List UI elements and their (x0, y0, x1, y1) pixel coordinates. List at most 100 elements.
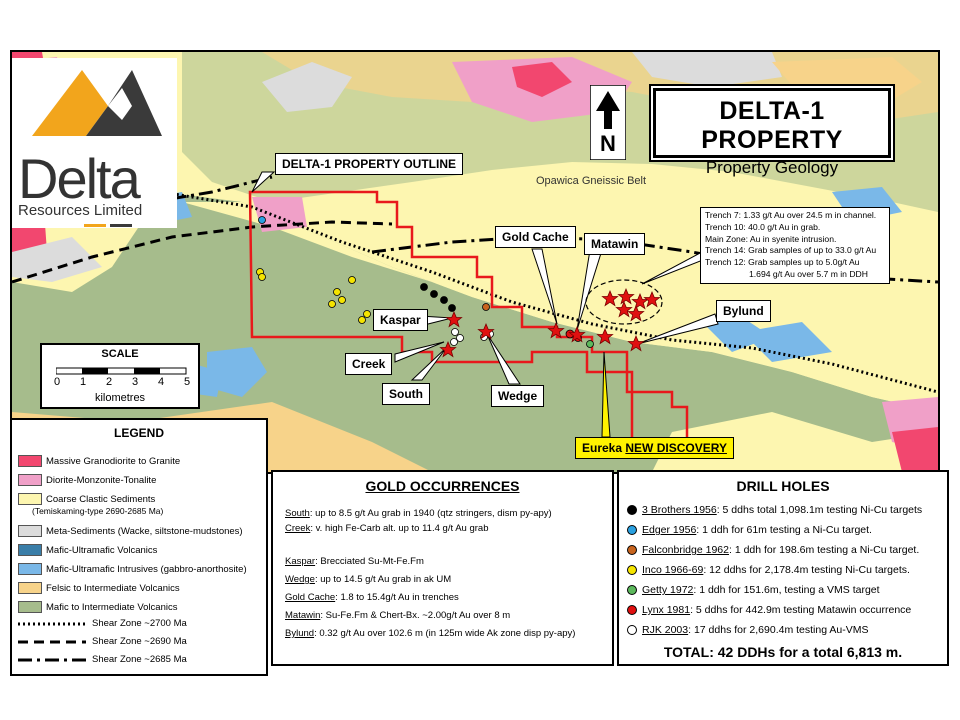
wedge-leader (486, 333, 521, 385)
matawin-label: Matawin (584, 233, 646, 255)
scale-tick-1: 1 (80, 376, 87, 388)
gold-row-bylund: Bylund: 0.32 g/t Au over 102.6 m (in 125… (285, 628, 575, 639)
legend-swatch (18, 582, 42, 594)
drill-row-name: Inco 1966-69 (642, 564, 704, 576)
south-label: South (382, 383, 430, 405)
gold-row-name: Bylund (285, 628, 315, 639)
logo-accent-bar-dark (110, 224, 132, 227)
drill-row-text: : 5 ddhs total 1,098.1m testing Ni-Cu ta… (716, 504, 923, 516)
drill-row-name: Getty 1972 (642, 584, 694, 596)
drill-inco-6 (348, 276, 356, 284)
scale-bar-graphic (56, 367, 187, 375)
north-letter: N (600, 131, 616, 156)
legend-line-2700: Shear Zone ~2700 Ma (92, 618, 187, 629)
scale-title: SCALE (101, 348, 139, 360)
gold-row-text: : v. high Fe-Carb alt. up to 11.4 g/t Au… (310, 523, 489, 534)
north-arrow-icon (589, 84, 627, 161)
legend-label: Meta-Sediments (Wacke, siltstone-mudston… (46, 525, 243, 537)
legend-label: Mafic-Ultramafic Volcanics (46, 544, 158, 556)
trench-ellipse (585, 279, 663, 325)
drill-3brothers-2 (430, 290, 438, 298)
drill-row-getty: Getty 1972: 1 ddh for 151.6m, testing a … (627, 584, 880, 596)
shear-zone-2690 (12, 220, 393, 284)
drill-edger (258, 216, 266, 224)
gold-row-south: South: up to 8.5 g/t Au grab in 1940 (qt… (285, 508, 552, 519)
gold-row-name: Matawin (285, 610, 321, 621)
star-trench-5 (627, 304, 645, 322)
drill-row-text: : 17 ddhs for 2,690.4m testing Au-VMS (688, 624, 869, 636)
drill-rjk-1 (451, 328, 459, 336)
creek-leader (394, 341, 445, 363)
trench-note: Trench 14: Grab samples of up to 33.0 g/… (705, 245, 877, 256)
gold-row-name: Kaspar (285, 556, 316, 567)
drill-row-name: 3 Brothers 1956 (642, 504, 717, 516)
drill-inco-8 (358, 316, 366, 324)
drill-inco-4 (338, 296, 346, 304)
legend-item-granite: Massive Granodiorite to Granite (18, 454, 180, 468)
gold-occurrence-stars (439, 287, 661, 358)
legend-swatch (18, 563, 42, 575)
middle-sediment-band (182, 202, 938, 412)
property-outline (248, 190, 689, 449)
gold-row-name: Gold Cache (285, 592, 336, 603)
drill-row-text: : 12 ddhs for 2,178.4m testing Ni-Cu tar… (703, 564, 910, 576)
delta-logo-mark (32, 70, 162, 136)
gold-row-name: South (285, 508, 310, 519)
legend-item-sediment: Coarse Clastic Sediments (18, 492, 155, 506)
legend-line-symbols (18, 622, 86, 662)
legend-item-mafic-ultramafic-volcanics: Mafic-Ultramafic Volcanics (18, 543, 157, 557)
gold-row-name: Wedge (285, 574, 315, 585)
intrusive-south-west (207, 347, 267, 397)
drill-inco-5 (328, 300, 336, 308)
gold-row-text: : 0.32 g/t Au over 102.6 m (in 125m wide… (314, 628, 576, 639)
trench-note: 1.694 g/t Au over 5.7 m in DDH (749, 268, 868, 279)
upper-metasediment-east (632, 52, 782, 87)
drill-row-name: Falconbridge 1962 (642, 544, 729, 556)
gold-row-text: : Brecciated Su-Mt-Fe.Fm (315, 556, 424, 567)
wedge-label: Wedge (491, 385, 545, 407)
gold-row-text: : 1.8 to 15.4g/t Au in trenches (335, 592, 459, 603)
logo-white-notch (108, 88, 132, 120)
logo-word: Delta (18, 147, 141, 210)
legend-swatch (18, 493, 42, 505)
legend-title: LEGEND (113, 426, 164, 440)
drill-dot (627, 545, 637, 555)
drill-rjk-3 (450, 338, 458, 346)
gold-row-creek: Creek: v. high Fe-Carb alt. up to 11.4 g… (285, 523, 488, 534)
drill-3brothers-4 (448, 304, 456, 312)
star-matawin (568, 325, 586, 343)
west-metasediment (12, 237, 102, 282)
legend-label: Massive Granodiorite to Granite (46, 455, 181, 467)
upper-metasediment (262, 62, 352, 112)
trench-note: Trench 7: 1.33 g/t Au over 24.5 m in cha… (705, 210, 877, 220)
page-subtitle: Property Geology (705, 158, 839, 177)
star-trench-4 (615, 300, 633, 318)
south-east-granite (892, 427, 938, 472)
legend-line-2690: Shear Zone ~2690 Ma (92, 636, 187, 647)
legend-item-mafic: Mafic to Intermediate Volcanics (18, 600, 177, 614)
star-south (439, 340, 457, 358)
delta-logo: Delta Resources Limited (12, 58, 177, 228)
legend-swatch (18, 455, 42, 467)
page-title: DELTA-1 PROPERTY (701, 97, 843, 154)
legend-item-metasediment: Meta-Sediments (Wacke, siltstone-mudston… (18, 524, 243, 538)
drill-row-text: : 1 ddh for 198.6m testing a Ni-Cu targe… (728, 544, 920, 556)
scale-tick-3: 3 (132, 376, 139, 388)
gold-title-text: GOLD OCCURRENCES (365, 478, 520, 494)
drill-row-text: : 5 ddhs for 442.9m testing Matawin occu… (690, 604, 912, 616)
drill-row-name: RJK 2003 (642, 624, 689, 636)
legend-swatch (18, 544, 42, 556)
bylund-label: Bylund (716, 300, 771, 322)
drill-rjk-2 (456, 334, 464, 342)
leader-lines (251, 171, 719, 438)
logo-gold-triangle (32, 70, 108, 136)
drill-row-lynx: Lynx 1981: 5 ddhs for 442.9m testing Mat… (627, 604, 911, 616)
legend-label: (Temiskaming-type 2690-2685 Ma) (32, 506, 164, 516)
scale-tick-4: 4 (158, 376, 165, 388)
drill-dot (627, 525, 637, 535)
drill-3brothers-1 (420, 283, 428, 291)
drill-inco-7 (363, 310, 371, 318)
gold-row-goldcache: Gold Cache: 1.8 to 15.4g/t Au in trenche… (285, 592, 459, 603)
trench-notes: Trench 7: 1.33 g/t Au over 24.5 m in cha… (700, 207, 890, 284)
scale-tick-0: 0 (54, 376, 61, 388)
